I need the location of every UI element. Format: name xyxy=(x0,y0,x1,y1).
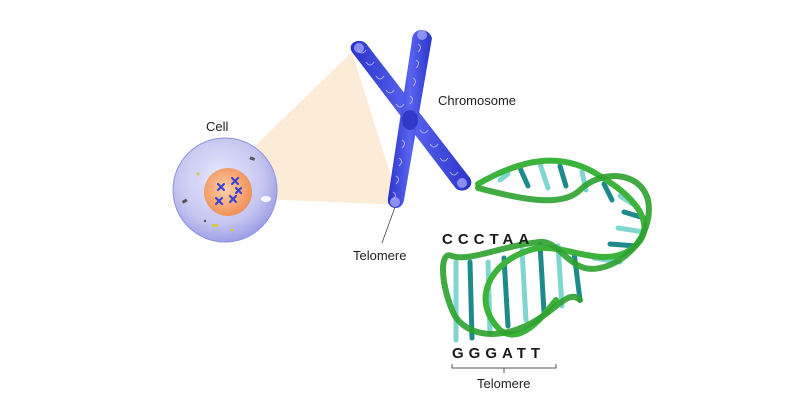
chromosome-icon xyxy=(350,29,472,209)
telomere-pointer-line xyxy=(381,206,396,244)
sequence-bracket xyxy=(451,364,557,373)
telomere-dna-label: Telomere xyxy=(477,376,531,391)
sequence-top: CCCTAA xyxy=(442,231,535,248)
sequence-bottom: GGGATT xyxy=(452,345,546,362)
telomere-chromosome-label: Telomere xyxy=(353,248,407,263)
chromosome-label: Chromosome xyxy=(438,93,517,108)
cell-icon xyxy=(172,137,278,243)
dna-helix-icon xyxy=(440,157,652,343)
cell-label: Cell xyxy=(206,119,229,134)
